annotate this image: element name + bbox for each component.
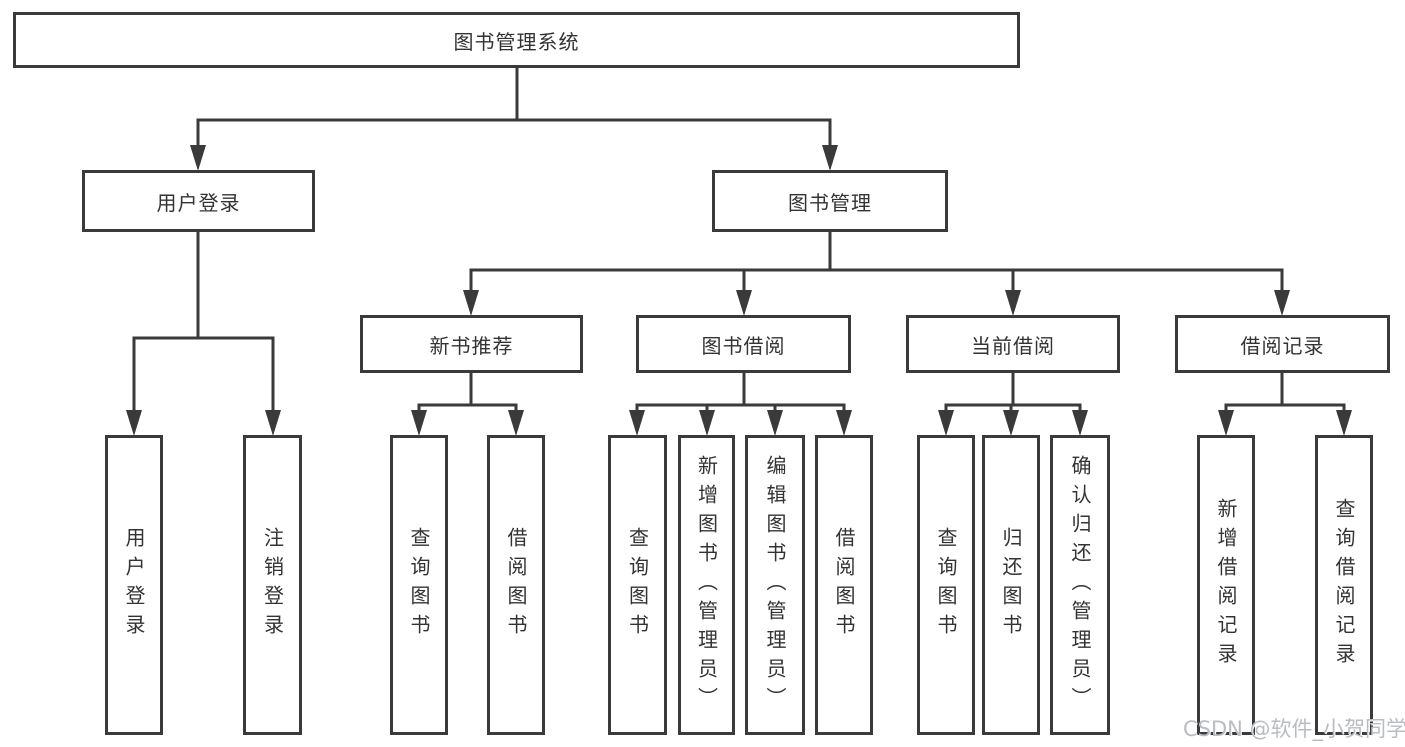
node-leaf-add-borrow-record: 新增借阅记录 bbox=[1197, 435, 1255, 735]
node-leaf-add-book-admin: 新增图书（管理员） bbox=[678, 435, 735, 735]
node-label: 当前借阅 bbox=[971, 333, 1055, 358]
node-leaf-borrow-books: 借阅图书 bbox=[815, 435, 873, 735]
node-library-management-system: 图书管理系统 bbox=[13, 12, 1020, 68]
node-label: 新增图书（管理员） bbox=[694, 454, 719, 716]
node-label: 借阅图书 bbox=[504, 527, 528, 643]
node-label: 图书管理系统 bbox=[453, 29, 580, 54]
node-borrow-records: 借阅记录 bbox=[1175, 315, 1390, 373]
node-label: 新书推荐 bbox=[429, 333, 514, 358]
node-label: 确认归还（管理员） bbox=[1068, 454, 1092, 716]
node-label: 归还图书 bbox=[999, 527, 1023, 643]
node-label: 查询图书 bbox=[625, 527, 650, 643]
node-label: 借阅记录 bbox=[1240, 333, 1325, 358]
node-leaf-borrow-books-recommend: 借阅图书 bbox=[487, 435, 545, 735]
node-user-login: 用户登录 bbox=[82, 170, 315, 232]
node-current-borrow: 当前借阅 bbox=[906, 315, 1120, 373]
node-leaf-edit-book-admin: 编辑图书（管理员） bbox=[745, 435, 805, 735]
node-leaf-query-books-current: 查询图书 bbox=[917, 435, 975, 735]
csdn-watermark: CSDN @软件_小贺同学 bbox=[1183, 717, 1405, 741]
node-book-borrow: 图书借阅 bbox=[636, 315, 851, 373]
node-leaf-query-books-recommend: 查询图书 bbox=[390, 435, 448, 735]
node-new-book-recommend: 新书推荐 bbox=[360, 315, 583, 373]
node-label: 图书借阅 bbox=[701, 333, 786, 358]
node-leaf-logout: 注销登录 bbox=[243, 435, 302, 735]
node-label: 查询图书 bbox=[407, 527, 431, 643]
node-leaf-query-books-borrow: 查询图书 bbox=[608, 435, 667, 735]
node-leaf-user-login: 用户登录 bbox=[105, 435, 163, 735]
node-label: 图书管理 bbox=[788, 190, 872, 215]
node-book-management: 图书管理 bbox=[712, 170, 948, 232]
node-label: 查询图书 bbox=[934, 527, 958, 643]
node-label: 借阅图书 bbox=[832, 527, 856, 643]
node-leaf-return-books: 归还图书 bbox=[982, 435, 1040, 735]
node-label: 用户登录 bbox=[156, 190, 241, 215]
node-leaf-query-borrow-record: 查询借阅记录 bbox=[1315, 435, 1373, 735]
node-label: 编辑图书（管理员） bbox=[763, 454, 787, 716]
node-leaf-confirm-return-admin: 确认归还（管理员） bbox=[1050, 435, 1110, 735]
node-label: 新增借阅记录 bbox=[1214, 498, 1238, 672]
node-label: 注销登录 bbox=[260, 527, 285, 643]
node-label: 用户登录 bbox=[122, 527, 146, 643]
node-label: 查询借阅记录 bbox=[1332, 498, 1356, 672]
